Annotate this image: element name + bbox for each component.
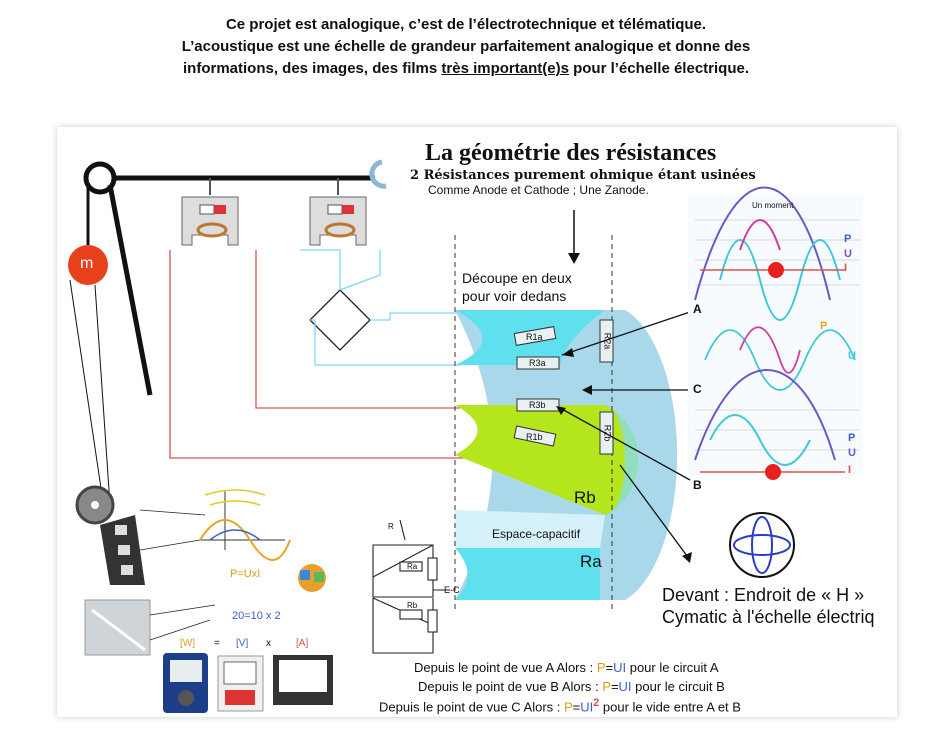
resistor-r1b: [513, 425, 557, 447]
wave-u-label-2: U: [848, 350, 856, 362]
voltmeter-icon: [217, 655, 264, 712]
resistor-r2b: [599, 411, 614, 455]
point-b-label: B: [693, 478, 702, 492]
generator-1: [181, 178, 239, 246]
circuit-ec-label: E-C: [444, 585, 460, 595]
header-line-2: L’acoustique est une échelle de grandeur…: [181, 38, 751, 55]
circuit-rb-label: Rb: [407, 601, 418, 610]
red-wire-2: [255, 250, 460, 409]
capacitive-space: [455, 510, 605, 548]
wave-i-label-3: I: [848, 464, 852, 476]
wave-u-label-1: U: [844, 248, 852, 260]
cut-label-1: Découpe en deux: [462, 270, 572, 286]
arrow-c-icon: [582, 385, 592, 395]
label-r3a: R3a: [529, 358, 546, 368]
bridge-rectifier: [309, 289, 371, 351]
ammeter-icon: [273, 655, 333, 705]
formula-pui: P=UxI: [230, 568, 261, 580]
pulley-arm: [107, 184, 153, 396]
wave-p-label-3: P: [848, 432, 856, 444]
label-r2b: R2b: [602, 424, 613, 442]
unit-w: [W]: [180, 638, 195, 649]
front-label-1: Devant : Endroit de « H »: [662, 585, 865, 605]
pulley-wheel: [83, 161, 117, 195]
wave-p-label-2: P: [820, 320, 828, 332]
wattmeter-icon: [163, 653, 208, 713]
diagram-subtitle-2: Comme Anode et Cathode ; Une Zanode.: [428, 183, 649, 197]
circuit-ra-label: Ra: [407, 562, 418, 571]
label-r3b: R3b: [529, 400, 546, 410]
circuit-r-label: R: [388, 522, 394, 531]
wave-i-label-1: I: [844, 262, 848, 274]
formula-numbers: 20=10 x 2: [232, 610, 281, 622]
guide-line-2: [94, 284, 111, 506]
wave-u-label-3: U: [848, 447, 856, 459]
cyan-wire-2: [310, 319, 460, 366]
front-label-2: Cymatic à l'échelle électriq: [662, 607, 875, 627]
unit-eq: =: [214, 638, 220, 649]
label-r1b: R1b: [526, 432, 543, 442]
viewpoint-b: Depuis le point de vue B Alors : P=UI po…: [418, 679, 725, 694]
diagram-title: La géométrie des résistances: [425, 140, 717, 166]
generator-2: [309, 178, 367, 246]
mini-wave-graph: [199, 489, 291, 561]
header-line-3: informations, des images, des films très…: [183, 60, 749, 77]
point-c-label: C: [693, 382, 702, 396]
rb-section: [455, 405, 639, 515]
calculator-icon: [298, 564, 326, 592]
resistor-r3b: [516, 398, 560, 412]
arrow-front-icon: [682, 552, 692, 563]
resistor-r1a: [513, 326, 557, 346]
diagram-subtitle: 2 Résistances purement ohmique étant usi…: [410, 168, 756, 183]
viewpoint-c: Depuis le point de vue C Alors : P=UI2 p…: [379, 697, 741, 715]
rb-label: Rb: [574, 488, 596, 507]
arrow-a-icon: [562, 348, 574, 357]
header: Ce projet est analogique, c’est de l’éle…: [0, 14, 932, 80]
moment-label: Un moment: [752, 201, 794, 210]
header-line-1: Ce projet est analogique, c’est de l’éle…: [225, 16, 707, 33]
unit-a: [A]: [296, 638, 309, 649]
resistor-r3a: [516, 356, 560, 370]
unit-v: [V]: [236, 638, 249, 649]
arrow-b-icon: [556, 406, 566, 415]
waveform-panel: [688, 186, 863, 480]
resistor-r2a: [599, 319, 614, 363]
underlined-text: très important(e)s: [441, 60, 569, 77]
unit-x: x: [266, 638, 271, 649]
mass-label: m: [80, 255, 94, 272]
viewpoint-a: Depuis le point de vue A Alors : P=UI po…: [414, 660, 719, 675]
point-a-label: A: [693, 302, 702, 316]
arrow-down-icon: [568, 253, 580, 264]
label-r2a: R2a: [602, 332, 613, 350]
mass-ball: [68, 245, 108, 285]
label-r1a: R1a: [526, 332, 543, 342]
guide-line-1: [69, 279, 106, 516]
capacitive-space-label: Espace-capacitif: [492, 527, 581, 541]
film-reel-icon: [75, 485, 145, 585]
circuit-diagram: [372, 519, 450, 654]
ra-section: [455, 548, 600, 600]
cut-label-2: pour voir dedans: [462, 288, 567, 304]
ra-label: Ra: [580, 552, 602, 571]
wave-p-label-1: P: [844, 233, 852, 245]
cymatic-symbol: [729, 512, 795, 578]
rotation-arrow-icon: [369, 159, 387, 189]
